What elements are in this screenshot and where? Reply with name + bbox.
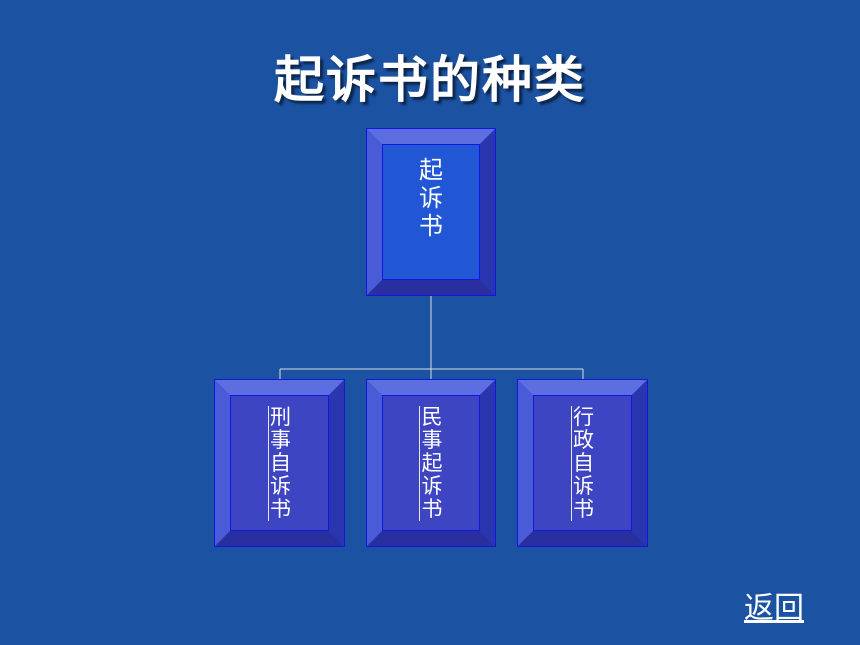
- return-link[interactable]: 返回: [744, 591, 804, 626]
- node-civil-complaint[interactable]: 民事起诉书: [366, 379, 496, 547]
- node-criminal-complaint-bevel: [214, 379, 345, 547]
- node-criminal-complaint-label: 刑事自诉书: [267, 405, 292, 521]
- page-title: 起诉书的种类: [274, 51, 586, 109]
- node-civil-complaint-bevel: [366, 379, 496, 547]
- node-root-bevel: [366, 128, 496, 296]
- node-administrative-complaint-bevel: [517, 379, 648, 547]
- node-administrative-complaint-label: 行政自诉书: [570, 405, 595, 521]
- node-criminal-complaint[interactable]: 刑事自诉书: [214, 379, 345, 547]
- node-root[interactable]: 起诉书: [366, 128, 496, 296]
- node-civil-complaint-label: 民事起诉书: [419, 405, 443, 521]
- node-administrative-complaint[interactable]: 行政自诉书: [517, 379, 648, 547]
- node-root-label: 起诉书: [419, 156, 443, 240]
